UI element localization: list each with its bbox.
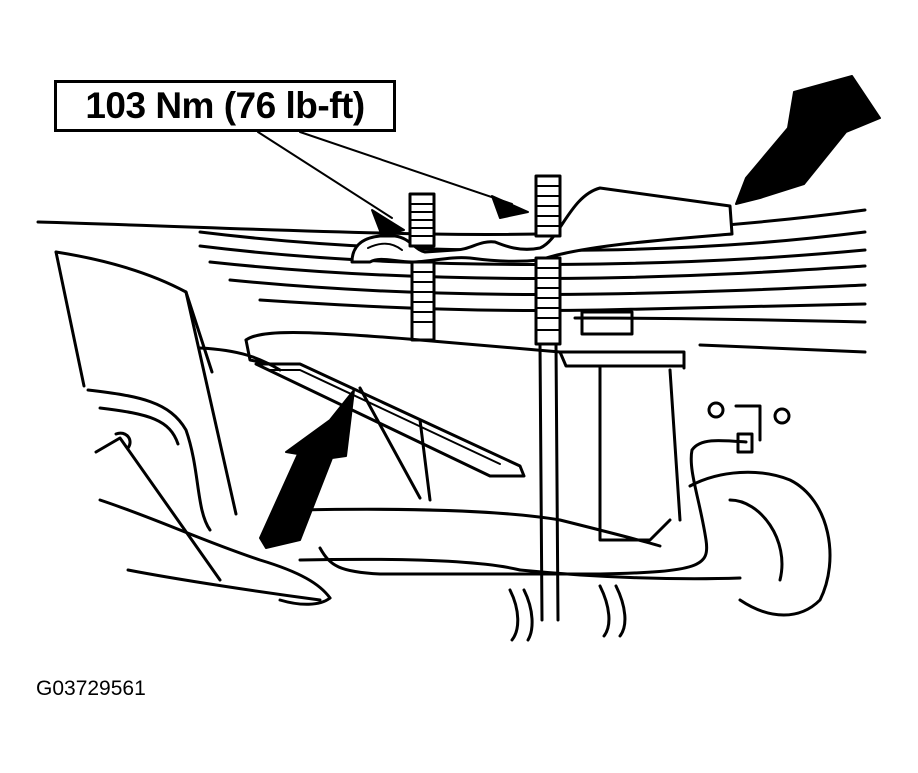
arrow-icon xyxy=(371,195,529,237)
u-bolt-left xyxy=(408,192,436,342)
brake-line xyxy=(318,401,791,576)
torque-callout-box: 103 Nm (76 lb-ft) xyxy=(54,80,396,132)
torque-spec-label: 103 Nm (76 lb-ft) xyxy=(85,85,365,126)
frame-rail xyxy=(54,250,432,606)
arrow-icon xyxy=(259,389,355,549)
axle-housing xyxy=(244,310,832,617)
arrow-icon xyxy=(735,75,881,205)
callout-leaders xyxy=(257,131,513,219)
lower-leaves xyxy=(508,584,627,642)
u-bolt-right xyxy=(534,174,562,622)
figure-id-label: G03729561 xyxy=(36,677,146,700)
